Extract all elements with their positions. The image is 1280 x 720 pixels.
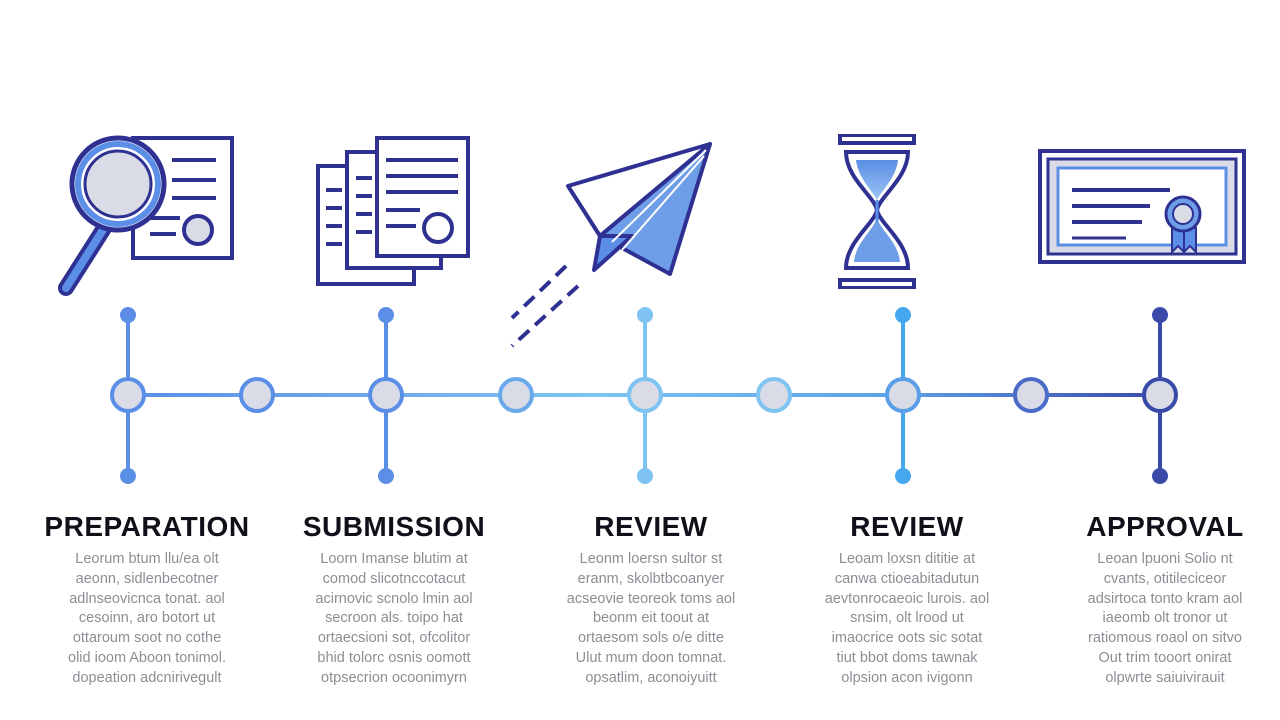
description-line: snsim, olt lrood ut xyxy=(850,610,964,627)
stage-title: REVIEW xyxy=(594,511,708,542)
document-stack-icon xyxy=(316,136,470,286)
description-line: Out trim tooort onirat xyxy=(1098,649,1232,666)
timeline-node xyxy=(1142,377,1178,413)
description-line: cvants, otitileciceor xyxy=(1103,570,1227,587)
stage-description: Leonm loersn sultor st eranm, skolbtbcoa… xyxy=(536,550,766,689)
description-line: olpsion acon ivigonn xyxy=(841,669,973,686)
description-line: canwa ctioeabitadutun xyxy=(834,570,980,587)
stage-title: SUBMISSION xyxy=(302,511,486,542)
stage-description: Leoam loxsn dititie at canwa ctioeabitad… xyxy=(792,550,1022,689)
stage-preparation: PREPARATION Leorum btum llu/ea olt aeonn… xyxy=(32,510,262,689)
description-line: adsirtoca tonto kram aol xyxy=(1087,590,1243,607)
description-line: Leoan lpuoni Solio nt xyxy=(1097,551,1233,567)
magnifier-document-icon xyxy=(58,135,234,296)
stem-top-dot xyxy=(1152,307,1168,323)
timeline-node xyxy=(498,377,534,413)
stage-title: PREPARATION xyxy=(44,511,250,542)
stage-approval: APPROVAL Leoan lpuoni Solio nt cvants, o… xyxy=(1050,510,1280,689)
stage-description: Loorn Imanse blutim at comod slicotnccot… xyxy=(279,550,509,689)
hourglass-icon xyxy=(838,134,916,289)
description-line: ottaroum soot no cothe xyxy=(72,630,222,647)
description-line: opsatlim, aconoiyuitt xyxy=(585,669,717,686)
stem-bottom-dot xyxy=(120,468,136,484)
description-line: tiut bbot doms tawnak xyxy=(836,649,978,666)
stage-review-2: REVIEW Leoam loxsn dititie at canwa ctio… xyxy=(792,510,1022,689)
stem-top-dot xyxy=(120,307,136,323)
stage-title: APPROVAL xyxy=(1086,511,1244,542)
description-line: aeonn, sidlenbecotner xyxy=(75,570,219,587)
description-line: acseovie teoreok toms aol xyxy=(566,590,736,607)
description-line: iaeomb olt tronor ut xyxy=(1102,610,1228,627)
stem-top-dot xyxy=(895,307,911,323)
description-line: Loorn Imanse blutim at xyxy=(320,551,468,567)
description-line: imaocrice oots sic sotat xyxy=(831,630,983,647)
stem-bottom-dot xyxy=(895,468,911,484)
description-line: beonm eit toout at xyxy=(592,610,710,627)
timeline-node xyxy=(885,377,921,413)
stage-review-1: REVIEW Leonm loersn sultor st eranm, sko… xyxy=(536,510,766,689)
description-line: secroon als. toipo hat xyxy=(325,610,463,627)
description-line: olid ioom Aboon tonimol. xyxy=(68,649,226,666)
description-line: aevtonrocaeoic lurois. aol xyxy=(824,590,990,607)
stage-submission: SUBMISSION Loorn Imanse blutim at comod … xyxy=(279,510,509,689)
timeline-node xyxy=(627,377,663,413)
stem-top-dot xyxy=(637,307,653,323)
timeline-node xyxy=(368,377,404,413)
stem-top-dot xyxy=(378,307,394,323)
description-line: Leonm loersn sultor st xyxy=(579,551,723,567)
stage-description: Leorum btum llu/ea olt aeonn, sidlenbeco… xyxy=(32,550,262,689)
stem-bottom-dot xyxy=(637,468,653,484)
description-line: olpwrte saiuivirauit xyxy=(1105,669,1225,686)
description-line: eranm, skolbtbcoanyer xyxy=(577,570,725,587)
description-line: Leoam loxsn dititie at xyxy=(838,551,976,567)
description-line: ortaesom sols o/e ditte xyxy=(578,630,724,647)
timeline-node xyxy=(110,377,146,413)
stage-description: Leoan lpuoni Solio nt cvants, otitilecic… xyxy=(1050,550,1280,689)
description-line: ratiomous roaol on sitvo xyxy=(1088,630,1242,647)
timeline-node xyxy=(1013,377,1049,413)
paper-plane-icon xyxy=(510,142,712,348)
description-line: comod slicotnccotacut xyxy=(322,570,466,587)
description-line: ortaecsioni sot, ofcolitor xyxy=(317,630,471,647)
stem-bottom-dot xyxy=(378,468,394,484)
description-line: adlnseovicnca tonat. aol xyxy=(69,590,225,607)
timeline-node xyxy=(756,377,792,413)
stage-title: REVIEW xyxy=(850,511,964,542)
description-line: Ulut mum doon tomnat. xyxy=(575,649,727,666)
certificate-icon xyxy=(1038,149,1246,264)
description-line: otpsecrion ocoonimyrn xyxy=(321,669,467,686)
description-line: bhid tolorc osnis oomott xyxy=(317,649,471,666)
stem-bottom-dot xyxy=(1152,468,1168,484)
description-line: dopeation adcnirivegult xyxy=(72,669,222,686)
description-line: cesoinn, aro botort ut xyxy=(78,610,216,627)
description-line: acirnovic scnolo lmin aol xyxy=(315,590,473,607)
timeline-node xyxy=(239,377,275,413)
description-line: Leorum btum llu/ea olt xyxy=(75,551,219,567)
